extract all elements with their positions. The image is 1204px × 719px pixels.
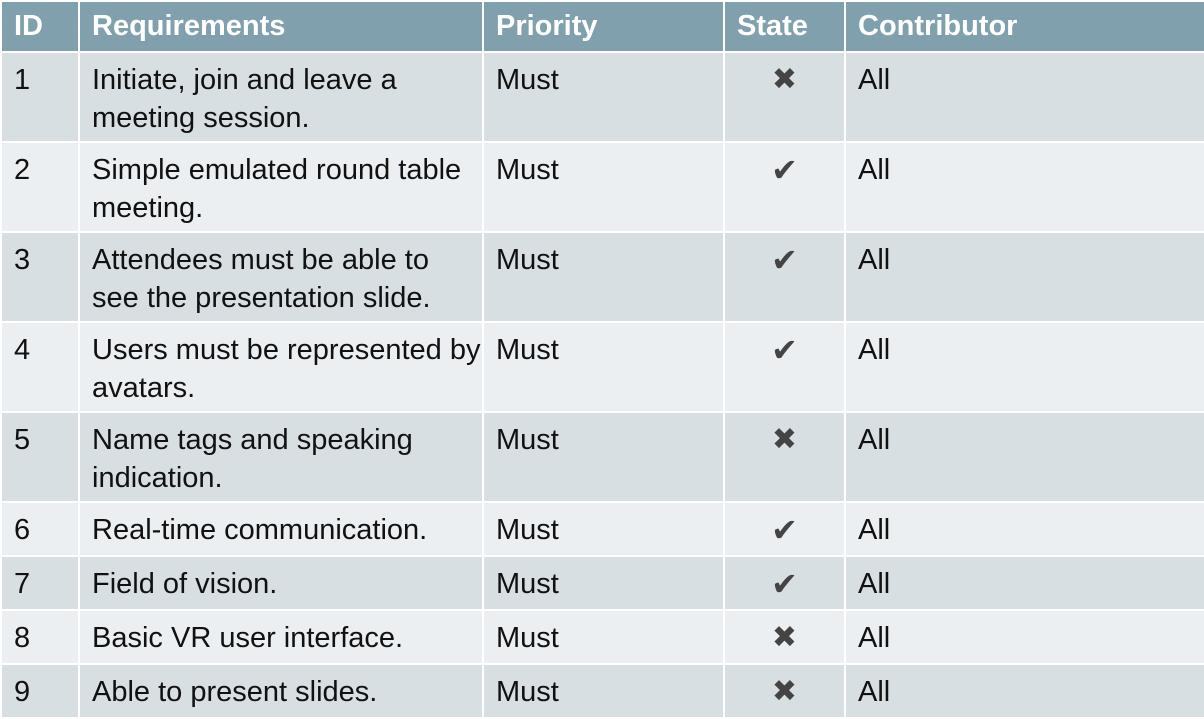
table-row: 7 Field of vision. Must ✔ All: [0, 555, 1204, 611]
cell-requirement: Real-time communication.: [78, 501, 484, 557]
header-id: ID: [0, 0, 80, 53]
check-icon: ✔: [771, 512, 798, 548]
table-row: 6 Real-time communication. Must ✔ All: [0, 501, 1204, 557]
cell-state: ✖: [723, 411, 846, 503]
cell-id: 8: [0, 609, 80, 665]
cell-state: ✔: [723, 321, 846, 413]
cell-priority: Must: [482, 141, 725, 233]
cell-priority: Must: [482, 501, 725, 557]
header-state: State: [723, 0, 846, 53]
table-row: 1 Initiate, join and leave a meeting ses…: [0, 51, 1204, 143]
header-requirements: Requirements: [78, 0, 484, 53]
cross-icon: ✖: [771, 621, 798, 654]
cell-id: 6: [0, 501, 80, 557]
cell-contributor: All: [844, 501, 1204, 557]
cell-priority: Must: [482, 609, 725, 665]
cell-priority: Must: [482, 663, 725, 719]
cross-icon: ✖: [771, 63, 798, 96]
check-icon: ✔: [771, 152, 798, 188]
table-row: 9 Able to present slides. Must ✖ All: [0, 663, 1204, 719]
cell-contributor: All: [844, 321, 1204, 413]
cell-requirement: Attendees must be able to see the presen…: [78, 231, 484, 323]
cell-contributor: All: [844, 51, 1204, 143]
header-priority: Priority: [482, 0, 725, 53]
table-row: 5 Name tags and speaking indication. Mus…: [0, 411, 1204, 503]
cross-icon: ✖: [771, 675, 798, 708]
table-row: 2 Simple emulated round table meeting. M…: [0, 141, 1204, 233]
check-icon: ✔: [771, 332, 798, 368]
cell-contributor: All: [844, 609, 1204, 665]
cell-requirement: Able to present slides.: [78, 663, 484, 719]
cell-requirement: Basic VR user interface.: [78, 609, 484, 665]
table-header-row: ID Requirements Priority State Contribut…: [0, 0, 1204, 53]
cell-id: 3: [0, 231, 80, 323]
cell-id: 2: [0, 141, 80, 233]
cell-requirement: Simple emulated round table meeting.: [78, 141, 484, 233]
cell-state: ✖: [723, 663, 846, 719]
table-row: 3 Attendees must be able to see the pres…: [0, 231, 1204, 323]
cell-id: 7: [0, 555, 80, 611]
cell-state: ✔: [723, 141, 846, 233]
cell-state: ✔: [723, 231, 846, 323]
cell-state: ✔: [723, 501, 846, 557]
cell-state: ✖: [723, 609, 846, 665]
cell-contributor: All: [844, 663, 1204, 719]
cell-contributor: All: [844, 555, 1204, 611]
check-icon: ✔: [771, 566, 798, 602]
cell-contributor: All: [844, 231, 1204, 323]
cell-priority: Must: [482, 321, 725, 413]
cell-priority: Must: [482, 231, 725, 323]
cell-id: 1: [0, 51, 80, 143]
cell-requirement: Initiate, join and leave a meeting sessi…: [78, 51, 484, 143]
cell-state: ✔: [723, 555, 846, 611]
cell-id: 5: [0, 411, 80, 503]
header-contributor: Contributor: [844, 0, 1204, 53]
cell-contributor: All: [844, 411, 1204, 503]
table-row: 8 Basic VR user interface. Must ✖ All: [0, 609, 1204, 665]
check-icon: ✔: [771, 242, 798, 278]
cell-requirement: Name tags and speaking indication.: [78, 411, 484, 503]
table-row: 4 Users must be represented by avatars. …: [0, 321, 1204, 413]
cross-icon: ✖: [771, 423, 798, 456]
cell-requirement: Users must be represented by avatars.: [78, 321, 484, 413]
cell-state: ✖: [723, 51, 846, 143]
cell-id: 9: [0, 663, 80, 719]
cell-priority: Must: [482, 555, 725, 611]
cell-id: 4: [0, 321, 80, 413]
cell-priority: Must: [482, 51, 725, 143]
cell-requirement: Field of vision.: [78, 555, 484, 611]
cell-contributor: All: [844, 141, 1204, 233]
cell-priority: Must: [482, 411, 725, 503]
